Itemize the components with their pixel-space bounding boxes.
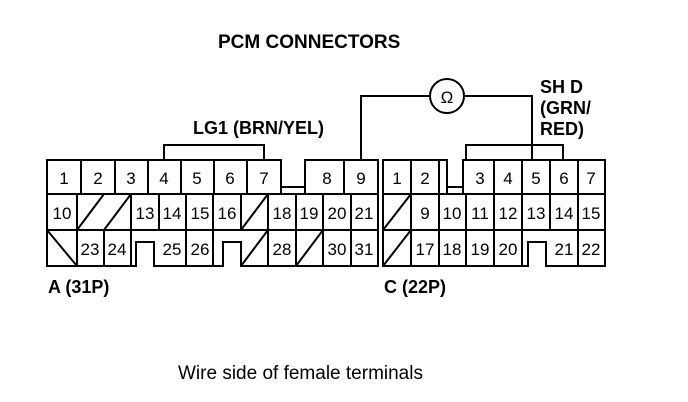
connector-a-pin-3: 3 <box>126 169 135 188</box>
connector-c-pin-12: 12 <box>499 204 518 223</box>
connector-a-pin-28: 28 <box>273 240 292 259</box>
connector-a-pin-20: 20 <box>328 204 347 223</box>
connector-c-pin-2: 2 <box>420 169 429 188</box>
ohm-symbol: Ω <box>441 88 454 107</box>
connector-c-pin-6: 6 <box>559 169 568 188</box>
connector-a-pin-14: 14 <box>163 204 182 223</box>
connector-c-pin-21: 21 <box>555 240 574 259</box>
probe-label-shd-line2: (GRN/ <box>540 98 591 118</box>
connector-c-pin-5: 5 <box>531 169 540 188</box>
connector-c-pin-13: 13 <box>527 204 546 223</box>
connector-a-pin-30: 30 <box>328 240 347 259</box>
connector-a-pin-24: 24 <box>108 240 127 259</box>
connector-c-pin-22: 22 <box>582 240 601 259</box>
connector-a-body <box>46 159 379 267</box>
probe-wiring <box>163 78 564 160</box>
connector-c-pin-9: 9 <box>420 204 429 223</box>
connector-a-pin-1: 1 <box>59 169 68 188</box>
connector-a-label: A (31P) <box>48 277 110 297</box>
diagram-title: PCM CONNECTORS <box>218 32 401 53</box>
connector-a-pin-5: 5 <box>192 169 201 188</box>
connector-a-pin-9: 9 <box>356 169 365 188</box>
connector-a-pin-15: 15 <box>191 204 210 223</box>
connector-c-pin-4: 4 <box>503 169 512 188</box>
connector-c-pin-20: 20 <box>499 240 518 259</box>
connector-c-pin-14: 14 <box>555 204 574 223</box>
connector-c-pin-18: 18 <box>443 240 462 259</box>
connector-c-pin-10: 10 <box>443 204 462 223</box>
connector-c-pin-3: 3 <box>475 169 484 188</box>
connector-c-pin-15: 15 <box>582 204 601 223</box>
connector-a-pin-4: 4 <box>159 169 168 188</box>
connector-a-pin-23: 23 <box>81 240 100 259</box>
connector-c-body <box>382 159 606 267</box>
connector-c-pin-11: 11 <box>471 204 489 223</box>
connector-a-pin-13: 13 <box>136 204 155 223</box>
probe-label-lg1: LG1 (BRN/YEL) <box>193 118 325 138</box>
connector-a-pin-21: 21 <box>355 204 374 223</box>
connector-a-pin-8: 8 <box>322 169 331 188</box>
connector-c-pin-7: 7 <box>586 169 595 188</box>
connector-a-pin-18: 18 <box>273 204 292 223</box>
connector-a-pin-10: 10 <box>53 204 72 223</box>
connector-a-pin-31: 31 <box>355 240 374 259</box>
connector-c-label: C (22P) <box>384 277 447 297</box>
connector-a-pin-16: 16 <box>218 204 237 223</box>
connector-a-pin-7: 7 <box>259 169 268 188</box>
connector-a-pin-25: 25 <box>163 240 182 259</box>
connector-a-pin-26: 26 <box>191 240 210 259</box>
probe-label-shd-line3: RED) <box>540 119 584 139</box>
connector-a-pin-6: 6 <box>225 169 234 188</box>
connector-a-pin-2: 2 <box>93 169 102 188</box>
connector-a-pin-19: 19 <box>300 204 319 223</box>
diagram-caption: Wire side of female terminals <box>178 363 423 384</box>
connector-c-pin-19: 19 <box>471 240 490 259</box>
probe-label-shd-line1: SH D <box>540 77 584 97</box>
connector-c-pin-17: 17 <box>416 240 435 259</box>
connector-c-pin-1: 1 <box>392 169 401 188</box>
